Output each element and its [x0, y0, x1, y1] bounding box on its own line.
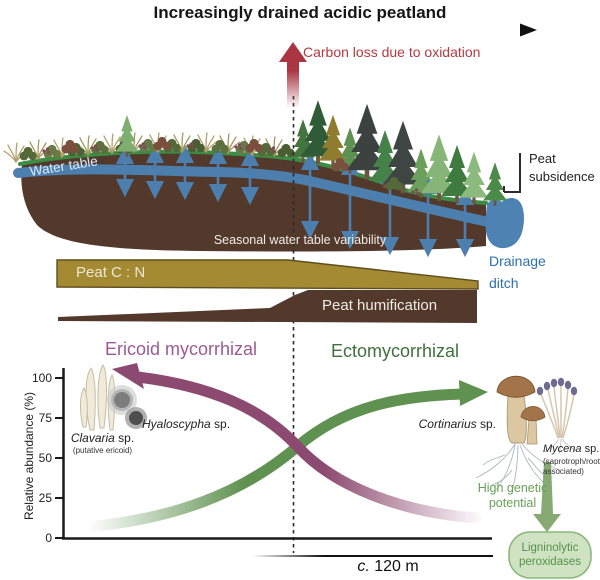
high-genetic-potential-label: High genetic potential: [477, 481, 548, 510]
carbon-loss-arrow: [279, 42, 307, 108]
drainage-ditch-icon: [485, 198, 524, 249]
peat-cn-bar: [56, 259, 479, 290]
peat-humification-label: Peat humification: [322, 297, 438, 314]
y-tick-25: 25: [38, 491, 52, 505]
clavaria-note: (putative ericoid): [72, 446, 133, 455]
genetic-potential-arrow: [533, 462, 561, 532]
mycena-note: (saprotroph/root-associated): [543, 457, 600, 476]
carbon-loss-label: Carbon loss due to oxidation: [303, 44, 481, 60]
hyaloscypha-label: Hyaloscypha sp.: [142, 417, 231, 431]
figure-title: Increasingly drained acidic peatland: [153, 3, 447, 22]
y-tick-50: 50: [38, 451, 52, 465]
chart-axes: [55, 368, 492, 540]
mycelium-roots-icon: [475, 443, 561, 493]
mycena-roots-icon: [543, 438, 578, 455]
ligninolytic-bubble: [508, 531, 592, 579]
ectomycorrhizal-curve: [90, 380, 488, 532]
mycena-icon: [536, 377, 578, 455]
clavaria-icon: [80, 364, 116, 431]
ligninolytic-peroxidases-label: Ligninolytic peroxidases: [518, 542, 581, 569]
ericoid-header: Ericoid mycorrhizal: [104, 339, 258, 359]
drained-gradient-arrow: [112, 23, 537, 37]
clavaria-label: Clavaria sp.: [70, 431, 135, 445]
y-tick-100: 100: [31, 371, 52, 385]
cortinarius-label: Cortinarius sp.: [418, 417, 496, 431]
cortinarius-icon: [475, 375, 561, 493]
ectomycorrhizal-header: Ectomycorrhizal: [330, 341, 460, 361]
peat-cn-label: Peat C : N: [76, 264, 146, 281]
mycena-label: Mycena sp.: [543, 443, 600, 455]
water-fluctuation-arrows: [115, 144, 475, 258]
scale-label: c. 120 m: [357, 558, 419, 575]
peat-subsidence-label: Peat subsidence: [529, 151, 595, 185]
y-tick-0: 0: [45, 531, 52, 545]
drainage-ditch-label: Drainage ditch: [489, 253, 546, 292]
ericoid-curve: [112, 363, 482, 524]
hyaloscypha-icon: [107, 385, 147, 429]
conifer-tree-icon: [483, 162, 507, 206]
seasonal-variability-label: Seasonal water table variability: [213, 233, 387, 247]
peat-humification-bar: [58, 290, 477, 323]
y-tick-75: 75: [38, 411, 52, 425]
peat-subsidence-bracket: [503, 153, 521, 193]
